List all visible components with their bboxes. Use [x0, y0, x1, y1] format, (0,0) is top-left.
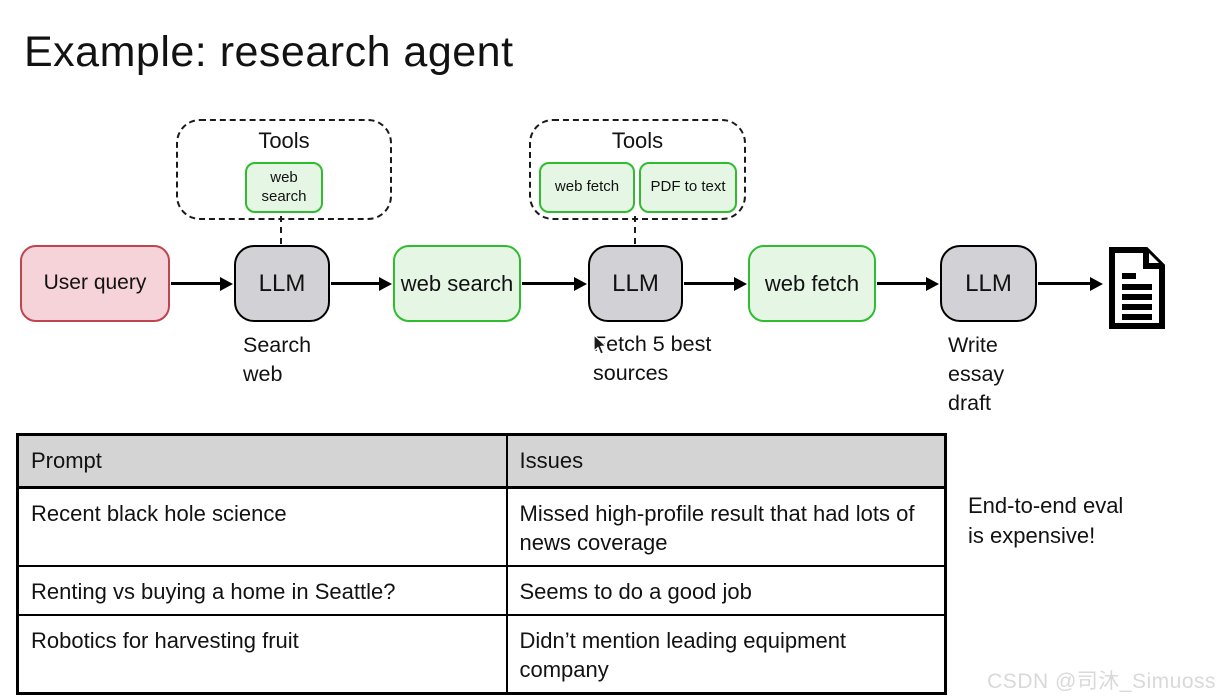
table-cell-issue: Seems to do a good job	[505, 565, 947, 616]
caption-fetch-sources: Fetch 5 best sources	[593, 332, 712, 385]
watermark: CSDN @司沐_Simuoss	[987, 670, 1216, 693]
table-cell-issue: Missed high-profile result that had lots…	[505, 486, 947, 567]
flow-arrow-6	[1038, 282, 1090, 285]
slide-title: Example: research agent	[24, 28, 514, 76]
node-user-query: User query	[20, 245, 170, 322]
node-llm-3: LLM	[940, 245, 1037, 322]
tool-chip-web-search: web search	[245, 162, 323, 213]
flow-arrow-5	[877, 282, 926, 285]
tools-group-label: Tools	[611, 128, 664, 153]
eval-table: Prompt Issues Recent black hole science …	[16, 433, 947, 695]
table-cell-issue: Didn’t mention leading equipment company	[505, 614, 947, 695]
cursor-icon	[592, 333, 609, 362]
table-cell-prompt: Renting vs buying a home in Seattle?	[16, 565, 508, 616]
caption-search-web: Search web	[243, 333, 312, 386]
flow-arrow-1	[171, 282, 220, 285]
table-row: Renting vs buying a home in Seattle? See…	[16, 565, 947, 616]
document-icon	[1104, 247, 1168, 334]
tools-connector-1	[280, 216, 282, 244]
tool-chip-web-fetch: web fetch	[539, 162, 635, 213]
table-cell-prompt: Recent black hole science	[16, 486, 508, 567]
flow-arrow-2	[331, 282, 379, 285]
node-llm-2: LLM	[588, 245, 683, 322]
table-header-issues: Issues	[505, 433, 947, 489]
flow-arrow-4	[684, 282, 734, 285]
tools-connector-2	[634, 216, 636, 244]
node-web-fetch: web fetch	[748, 245, 876, 322]
tools-group-1: Tools web search	[176, 119, 392, 220]
table-row: Robotics for harvesting fruit Didn’t men…	[16, 614, 947, 695]
tools-group-2: Tools web fetch PDF to text	[529, 119, 746, 220]
table-cell-prompt: Robotics for harvesting fruit	[16, 614, 508, 695]
table-header-row: Prompt Issues	[16, 433, 947, 489]
caption-write-essay: Write essay draft	[948, 333, 1005, 415]
node-web-search: web search	[393, 245, 521, 322]
node-llm-1: LLM	[234, 245, 330, 322]
tools-group-label: Tools	[258, 128, 310, 153]
side-note: End-to-end eval is expensive!	[968, 493, 1124, 548]
table-header-prompt: Prompt	[16, 433, 508, 489]
flow-arrow-3	[522, 282, 574, 285]
tool-chip-pdf-to-text: PDF to text	[639, 162, 737, 213]
table-row: Recent black hole science Missed high-pr…	[16, 486, 947, 567]
